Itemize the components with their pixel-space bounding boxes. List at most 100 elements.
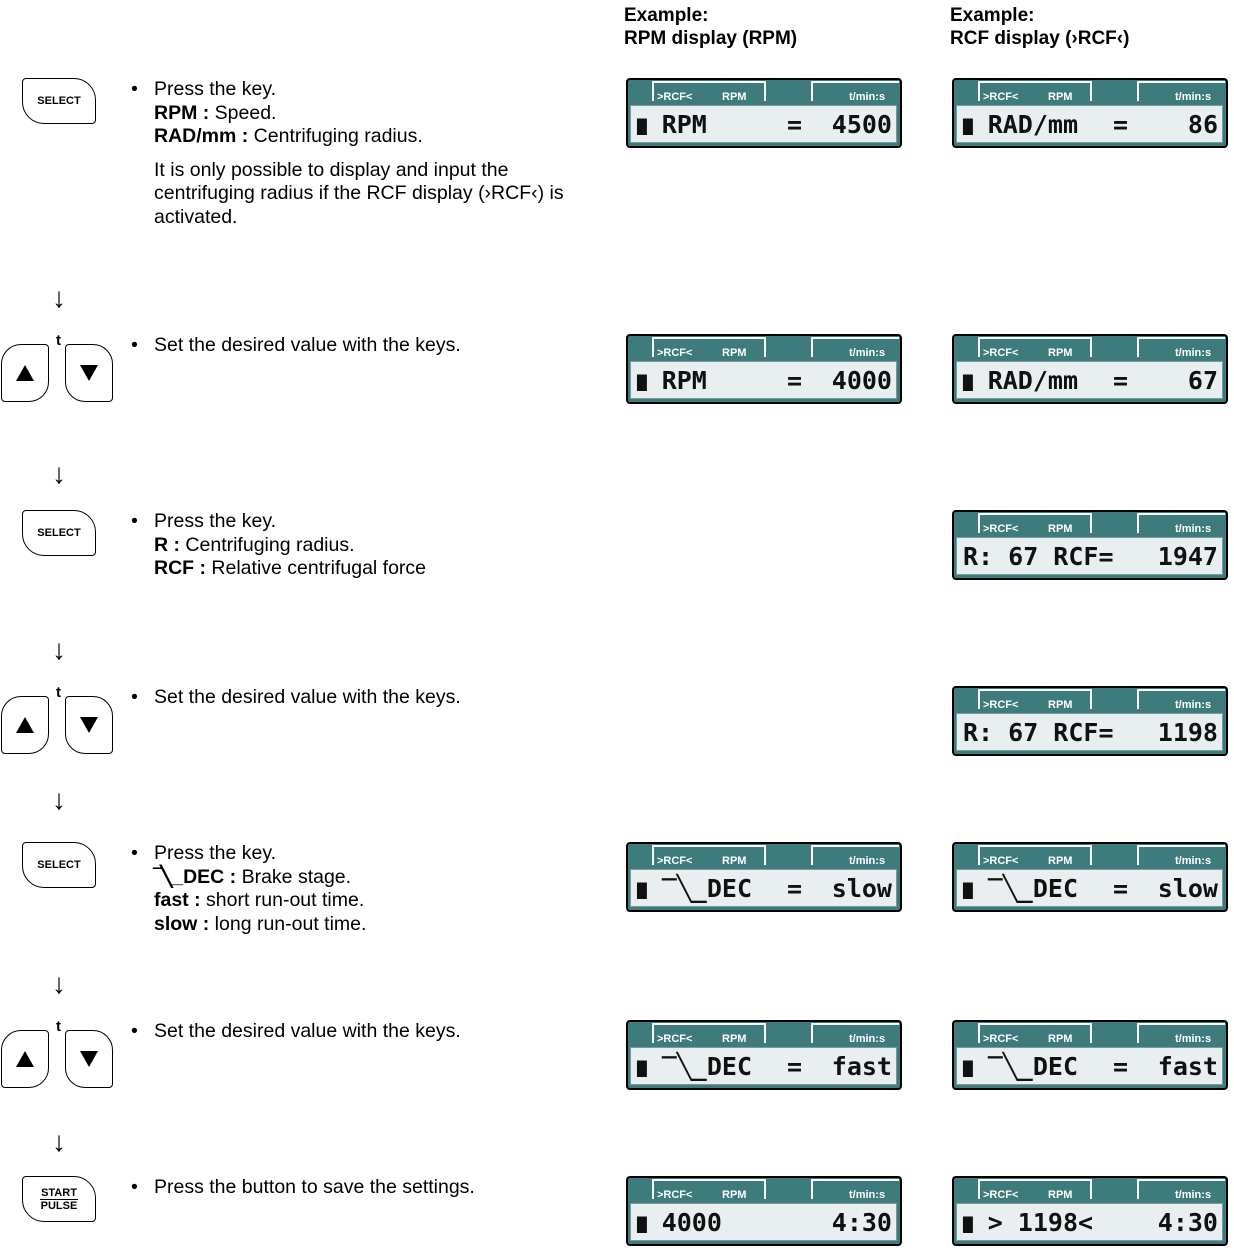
down-key[interactable] xyxy=(65,1030,113,1088)
lcd-tab-rcf-label: >RCF< xyxy=(983,1033,1019,1045)
step-line: Set the desired value with the keys. xyxy=(154,1020,611,1044)
lcd-tab-time: t/min:s xyxy=(811,1179,899,1201)
start-key-label: START xyxy=(40,1186,78,1200)
down-arrow-icon: ↓ xyxy=(52,968,66,999)
lcd-tab-time: t/min:s xyxy=(1137,1179,1225,1201)
lcd-tab-mode: >RCF<RPM xyxy=(978,689,1092,711)
lcd-tab-time-label: t/min:s xyxy=(849,347,886,359)
step-text: Set the desired value with the keys. xyxy=(154,1020,611,1044)
step-text: Press the key.‾╲_DEC : Brake stage. fast … xyxy=(154,842,611,936)
step-text: Press the button to save the settings. xyxy=(154,1176,611,1200)
lcd-tab-rpm-label: RPM xyxy=(1048,1033,1073,1045)
header-rpm-example: Example: RPM display (RPM) xyxy=(624,5,798,49)
step-line: Press the key. xyxy=(154,78,611,102)
lcd-tab-rpm-label: RPM xyxy=(722,855,747,867)
lcd-tab-time-label: t/min:s xyxy=(849,1189,886,1201)
lcd-screen: ▇ RAD/mm=86 xyxy=(956,105,1223,143)
lcd-tab-time-label: t/min:s xyxy=(1175,699,1212,711)
down-triangle-icon xyxy=(80,365,98,381)
lcd-tab-time: t/min:s xyxy=(1137,845,1225,867)
bullet: • xyxy=(131,1176,138,1198)
lcd-program-icon: ▇ xyxy=(963,1214,973,1233)
step-line: slow : long run-out time. xyxy=(154,913,611,937)
lcd-readout-left: ▇ > 1198< xyxy=(963,1206,1093,1241)
up-triangle-icon xyxy=(16,365,34,381)
lcd-tab-rpm-label: RPM xyxy=(1048,91,1073,103)
term-text: Speed. xyxy=(209,101,277,124)
lcd-tab-rpm-label: RPM xyxy=(722,347,747,359)
term: fast : xyxy=(154,889,201,911)
step-line: Set the desired value with the keys. xyxy=(154,686,611,710)
lcd-readout-label: ‾╲_DEC xyxy=(987,1052,1079,1081)
term-text: short run-out time. xyxy=(200,889,365,911)
term-text: Brake stage. xyxy=(236,865,352,888)
bullet: • xyxy=(131,78,138,100)
lcd-tab-rcf-label: >RCF< xyxy=(657,1189,693,1201)
up-key[interactable] xyxy=(1,1030,49,1088)
lcd-screen: ▇ ‾╲_DEC=fast xyxy=(630,1047,897,1085)
lcd-readout-left: ▇ RPM xyxy=(637,364,707,399)
down-key[interactable] xyxy=(65,344,113,402)
lcd-readout-left: ▇ ‾╲_DEC xyxy=(963,1050,1078,1085)
select-key[interactable]: SELECT xyxy=(22,510,96,556)
lcd-tab-rpm-label: RPM xyxy=(722,91,747,103)
term-text: Press the key. xyxy=(154,78,277,100)
lcd-readout-label: 4000 xyxy=(661,1208,722,1237)
down-arrow-icon: ↓ xyxy=(52,634,66,665)
lcd-tab-mode: >RCF<RPM xyxy=(978,81,1092,103)
term-text: Set the desired value with the keys. xyxy=(154,334,461,356)
lcd-tab-rpm-label: RPM xyxy=(1048,347,1073,359)
lcd-screen: R: 67 RCF=1198 xyxy=(956,713,1223,751)
lcd-tab-rpm-label: RPM xyxy=(1048,1189,1073,1201)
lcd-tab-time-label: t/min:s xyxy=(849,91,886,103)
lcd-program-icon: ▇ xyxy=(637,880,647,899)
up-triangle-icon xyxy=(16,1051,34,1067)
lcd-readout-left: ▇ ‾╲_DEC xyxy=(637,872,752,907)
lcd-readout-label: RPM xyxy=(661,366,707,395)
lcd-program-icon: ▇ xyxy=(963,880,973,899)
bullet: • xyxy=(131,1020,138,1042)
time-label: t xyxy=(56,1018,61,1035)
term: ‾╲_DEC : xyxy=(154,865,237,888)
up-key[interactable] xyxy=(1,344,49,402)
step-keys: t xyxy=(0,1018,120,1100)
lcd-tab-rcf-label: >RCF< xyxy=(983,347,1019,359)
lcd-tab-bar: >RCF< RPM t/min:s xyxy=(954,1178,1226,1203)
step-keys: t xyxy=(0,684,120,766)
lcd-readout-value: 1198 xyxy=(1157,718,1218,747)
bullet: • xyxy=(131,334,138,356)
select-key[interactable]: SELECT xyxy=(22,78,96,124)
lcd-program-icon: ▇ xyxy=(963,116,973,135)
term-text: Relative centrifugal force xyxy=(206,557,427,579)
lcd-tab-rcf-label: >RCF< xyxy=(657,1033,693,1045)
step-text: Press the key.R : Centrifuging radius.RC… xyxy=(154,510,611,581)
term-text: Centrifuging radius. xyxy=(248,125,423,147)
lcd-program-icon: ▇ xyxy=(637,1058,647,1077)
term: R : xyxy=(154,533,180,556)
lcd-program-icon: ▇ xyxy=(637,372,647,391)
lcd-readout-equals: = xyxy=(787,1052,803,1081)
bullet: • xyxy=(131,510,138,532)
step-note: It is only possible to display and input… xyxy=(154,158,564,228)
step-description: • Set the desired value with the keys. xyxy=(131,334,611,358)
term-text: Set the desired value with the keys. xyxy=(154,686,461,708)
step-line: Press the key. xyxy=(154,842,611,866)
lcd-tab-time-label: t/min:s xyxy=(1175,1189,1212,1201)
time-label: t xyxy=(56,684,61,701)
up-key[interactable] xyxy=(1,696,49,754)
lcd-tab-rcf-label: >RCF< xyxy=(983,855,1019,867)
select-key[interactable]: SELECT xyxy=(22,842,96,888)
lcd-readout-value: 86 xyxy=(1187,110,1218,139)
lcd-readout-left: ▇ 4000 xyxy=(637,1206,722,1241)
down-key[interactable] xyxy=(65,696,113,754)
lcd-tab-rcf-label: >RCF< xyxy=(983,1189,1019,1201)
lcd-readout-label: RAD/mm xyxy=(987,110,1079,139)
